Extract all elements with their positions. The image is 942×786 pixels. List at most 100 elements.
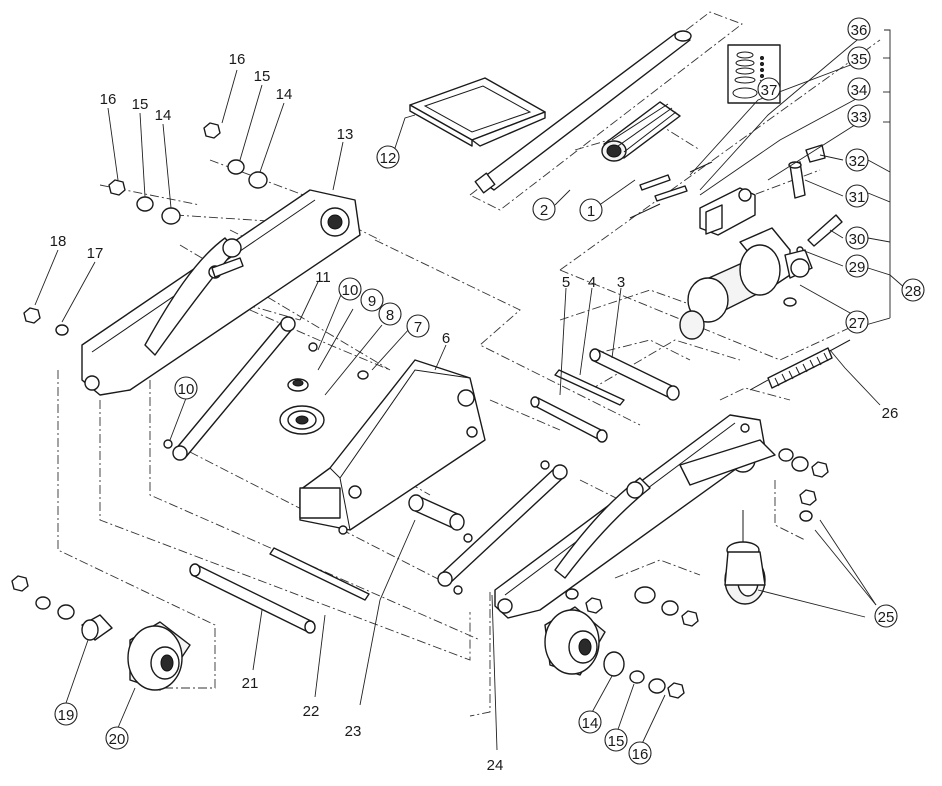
label-2: 2: [532, 197, 556, 221]
label-12: 12: [376, 145, 400, 169]
leader-lines: [34, 29, 907, 751]
svg-text:21: 21: [242, 675, 259, 692]
svg-text:35: 35: [851, 51, 868, 68]
svg-text:34: 34: [851, 82, 868, 99]
part-valve-set: [788, 144, 843, 254]
label-14-left: 14: [155, 107, 172, 124]
svg-text:15: 15: [608, 733, 625, 750]
label-30: 30: [845, 226, 869, 250]
part-axles: [189, 547, 370, 634]
label-18: 18: [50, 233, 67, 250]
label-10-left: 10: [174, 376, 198, 400]
part-hydraulic-cylinder: [679, 227, 813, 340]
label-4: 4: [588, 274, 596, 291]
label-27: 27: [845, 310, 869, 334]
part-return-spring: [749, 339, 851, 391]
part-handle-tube: [474, 30, 692, 194]
label-14-bottom: 14: [578, 710, 602, 734]
svg-text:1: 1: [587, 203, 595, 220]
label-16-top: 16: [229, 51, 246, 68]
label-11: 11: [315, 269, 331, 286]
svg-text:22: 22: [303, 703, 320, 720]
label-32: 32: [845, 148, 869, 172]
part-lift-arm: [299, 359, 486, 535]
label-19: 19: [54, 702, 78, 726]
svg-text:2: 2: [540, 202, 548, 219]
part-wheel-right: [544, 606, 685, 699]
svg-text:30: 30: [849, 231, 866, 248]
svg-text:9: 9: [368, 293, 376, 310]
svg-text:4: 4: [588, 274, 596, 291]
part-grip: [601, 101, 681, 162]
label-7: 7: [406, 314, 430, 338]
label-15-top: 15: [254, 68, 271, 85]
svg-text:20: 20: [109, 731, 126, 748]
label-31: 31: [845, 184, 869, 208]
svg-text:15: 15: [254, 68, 271, 85]
svg-text:16: 16: [632, 746, 649, 763]
svg-text:5: 5: [562, 274, 570, 291]
svg-text:31: 31: [849, 189, 866, 206]
svg-text:10: 10: [178, 381, 195, 398]
svg-text:3: 3: [617, 274, 625, 291]
svg-text:29: 29: [849, 259, 866, 276]
callout-labels: 1 2 3 4 5 6 7 8 9 10 10 11 12 13 14 15 1…: [50, 17, 925, 774]
label-29: 29: [845, 254, 869, 278]
label-16-bottom: 16: [628, 741, 652, 765]
svg-text:23: 23: [345, 723, 362, 740]
label-1: 1: [579, 198, 603, 222]
part-link-bar-right: [437, 460, 568, 595]
part-wheel-left: [11, 575, 191, 691]
fasteners-right: [565, 448, 829, 627]
label-16-left: 16: [100, 91, 117, 108]
svg-text:8: 8: [386, 307, 394, 324]
label-15-left: 15: [132, 96, 149, 113]
label-25: 25: [874, 604, 898, 628]
label-20: 20: [105, 726, 129, 750]
label-8: 8: [378, 302, 402, 326]
label-23: 23: [345, 723, 362, 740]
svg-text:6: 6: [442, 330, 450, 347]
svg-text:25: 25: [878, 609, 895, 626]
svg-text:14: 14: [582, 715, 599, 732]
svg-text:33: 33: [851, 109, 868, 126]
label-35: 35: [847, 46, 871, 70]
svg-text:10: 10: [342, 282, 359, 299]
svg-text:37: 37: [761, 82, 778, 99]
svg-text:19: 19: [58, 707, 75, 724]
label-34: 34: [847, 77, 871, 101]
part-side-plate-right: [494, 414, 776, 619]
svg-text:26: 26: [882, 405, 899, 422]
part-saddle-seat: [279, 370, 369, 435]
svg-text:15: 15: [132, 96, 149, 113]
svg-text:16: 16: [229, 51, 246, 68]
label-22: 22: [303, 703, 320, 720]
svg-text:27: 27: [849, 315, 866, 332]
label-9: 9: [360, 288, 384, 312]
part-pump-lever: [699, 187, 756, 236]
label-3: 3: [617, 274, 625, 291]
svg-text:7: 7: [414, 319, 422, 336]
svg-text:36: 36: [851, 22, 868, 39]
label-17: 17: [87, 245, 104, 262]
label-37: 37: [757, 77, 781, 101]
svg-text:18: 18: [50, 233, 67, 250]
label-26: 26: [882, 405, 899, 422]
svg-text:13: 13: [337, 126, 354, 143]
part-axle-pins: [530, 348, 680, 443]
label-15-bottom: 15: [604, 728, 628, 752]
part-roller: [408, 494, 465, 531]
svg-text:24: 24: [487, 757, 504, 774]
label-6: 6: [442, 330, 450, 347]
label-13: 13: [337, 126, 354, 143]
label-28: 28: [901, 278, 925, 302]
svg-text:14: 14: [155, 107, 172, 124]
svg-text:12: 12: [380, 150, 397, 167]
svg-text:32: 32: [849, 153, 866, 170]
label-10-top: 10: [338, 277, 362, 301]
part-side-plate-left: [81, 189, 361, 396]
label-33: 33: [847, 104, 871, 128]
svg-text:11: 11: [315, 269, 331, 286]
label-14-top: 14: [276, 86, 293, 103]
